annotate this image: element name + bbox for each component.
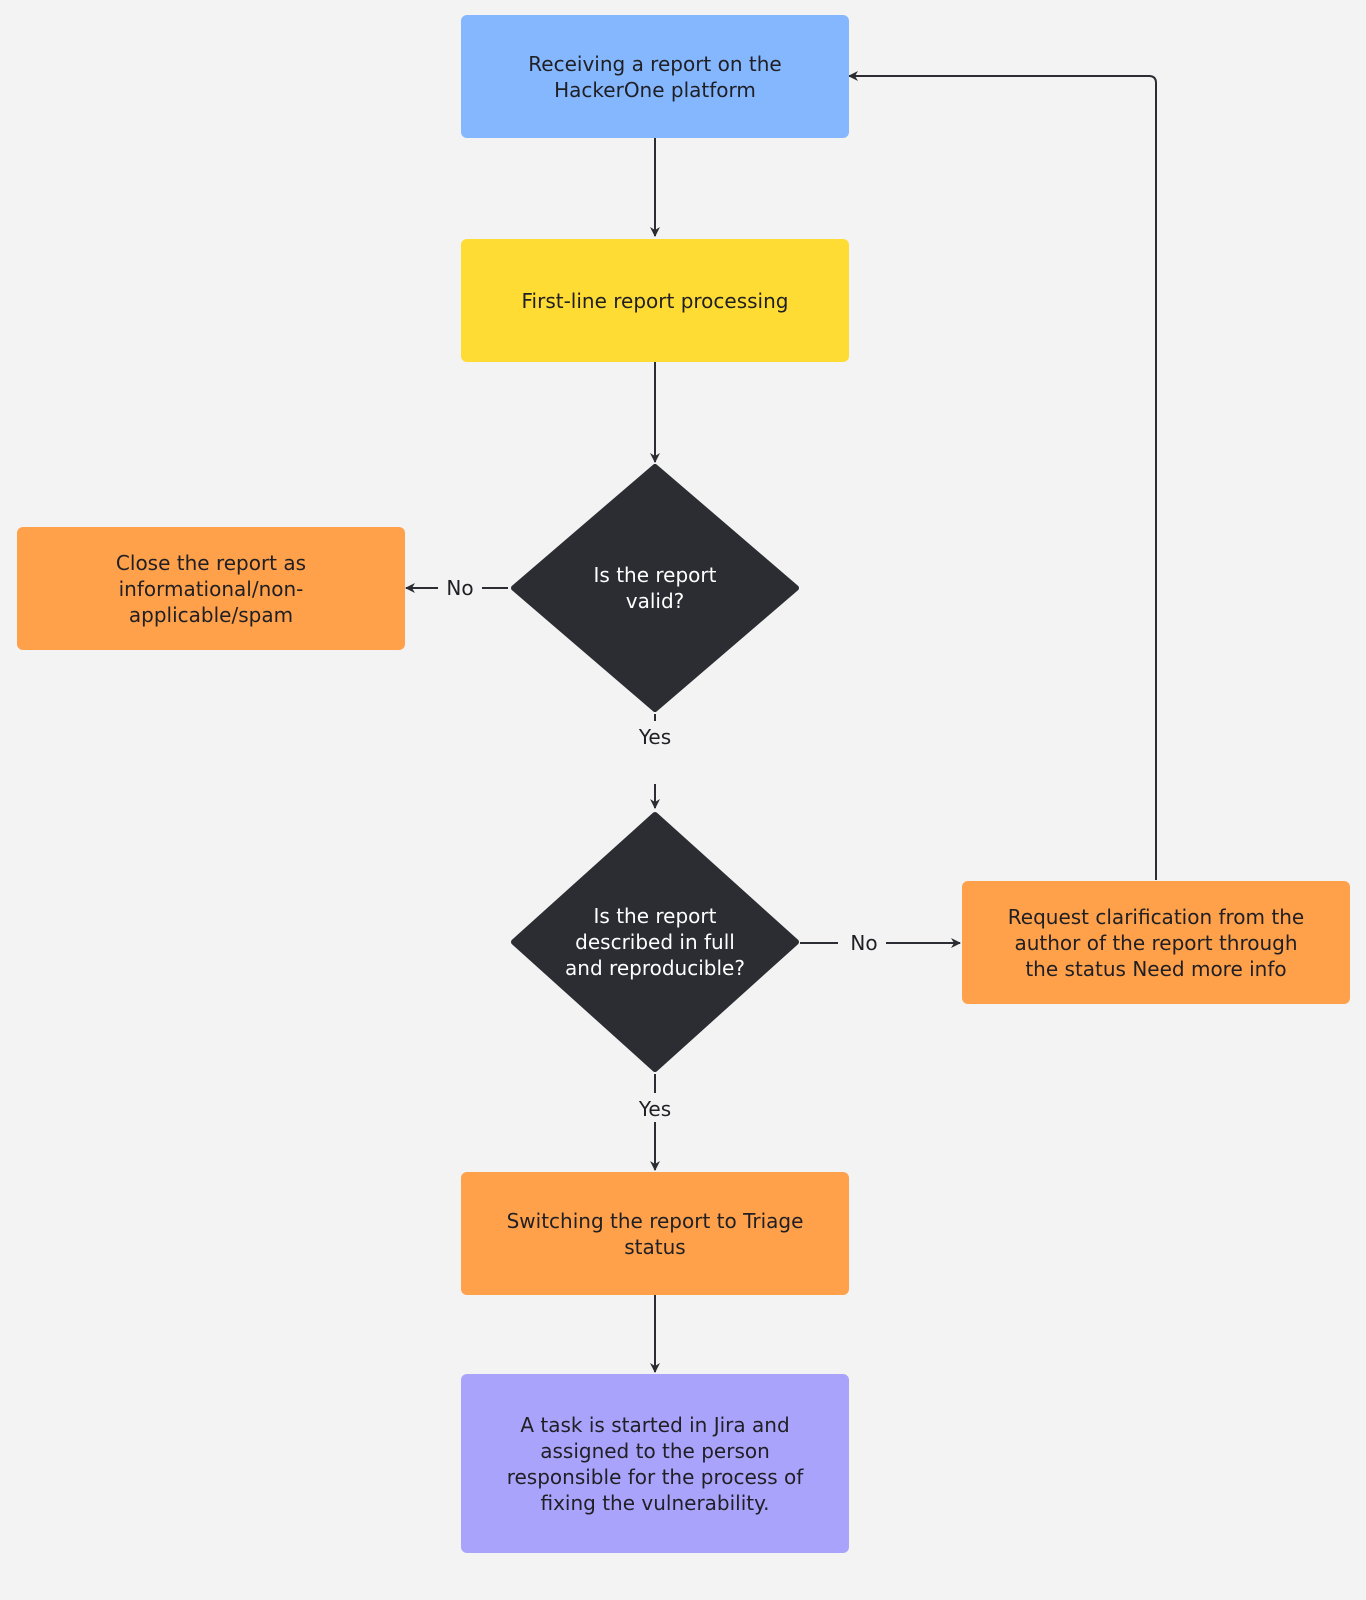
node-triage-status-label: Switching the report to Triage status <box>506 1208 804 1259</box>
node-close-report-label: Close the report as informational/non-ap… <box>115 550 307 627</box>
decision-report-described-label: Is the report described in full and repr… <box>565 904 745 980</box>
node-first-line-processing-label: First-line report processing <box>521 288 789 313</box>
node-request-clarification-label: Request clarification from the author of… <box>1007 904 1305 981</box>
node-jira-task-label: A task is started in Jira and assigned t… <box>506 1412 804 1515</box>
decision-report-described: Is the report described in full and repr… <box>511 812 799 1072</box>
node-request-clarification: Request clarification from the author of… <box>962 881 1350 1004</box>
node-receive-report: Receiving a report on the HackerOne plat… <box>461 15 849 138</box>
edge-label-valid-yes: Yes <box>629 724 681 750</box>
decision-report-valid-label: Is the report valid? <box>593 563 717 613</box>
node-jira-task: A task is started in Jira and assigned t… <box>461 1374 849 1553</box>
node-first-line-processing: First-line report processing <box>461 239 849 362</box>
edge-label-valid-no: No <box>438 575 482 601</box>
edge-label-described-yes: Yes <box>629 1096 681 1122</box>
decision-report-valid: Is the report valid? <box>511 464 799 712</box>
node-triage-status: Switching the report to Triage status <box>461 1172 849 1295</box>
node-close-report: Close the report as informational/non-ap… <box>17 527 405 650</box>
node-receive-report-label: Receiving a report on the HackerOne plat… <box>528 51 782 102</box>
edge-label-described-no: No <box>842 930 886 956</box>
edge-clarify-loop-back <box>848 71 1157 880</box>
